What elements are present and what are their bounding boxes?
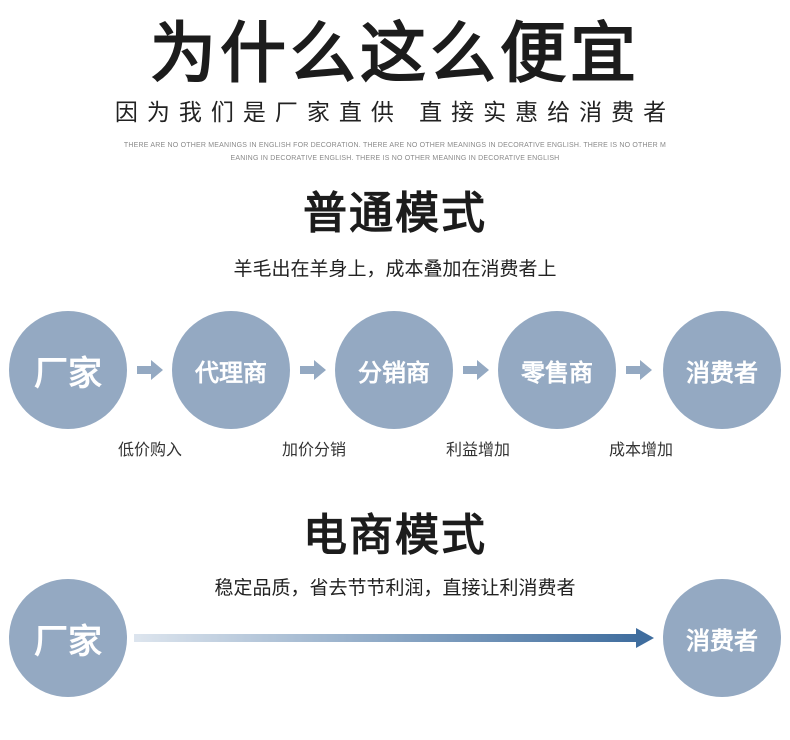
node-retailer: 零售商 (498, 311, 616, 429)
step-label-profit-increase: 利益增加 (445, 440, 510, 459)
main-title: 为什么这么便宜 (150, 15, 640, 92)
right-arrow-icon (626, 360, 652, 380)
step-label-markup-distribute: 加价分销 (281, 440, 346, 459)
decorative-english-line-2: EANING IN DECORATIVE ENGLISH. THERE IS N… (230, 155, 560, 162)
ecommerce-mode-subtitle: 稳定品质，省去节节利润，直接让利消费者 (214, 577, 576, 599)
decorative-english-line-1: THERE ARE NO OTHER MEANINGS IN ENGLISH F… (123, 142, 667, 149)
main-subtitle: 因为我们是厂家直供 直接实惠给消费者 (114, 100, 676, 126)
direct-gradient-arrow (134, 628, 654, 648)
step-label-cost-increase: 成本增加 (608, 440, 673, 459)
node-distributor: 分销商 (335, 311, 453, 429)
node-agent: 代理商 (172, 311, 290, 429)
normal-mode-title: 普通模式 (303, 188, 487, 239)
right-arrow-icon (463, 360, 489, 380)
node-consumer: 消费者 (663, 311, 781, 429)
node-consumer: 消费者 (663, 579, 781, 697)
ecommerce-mode-title: 电商模式 (303, 510, 487, 561)
right-arrow-icon (137, 360, 163, 380)
node-manufacturer: 厂家 (9, 311, 127, 429)
right-arrow-icon (300, 360, 326, 380)
normal-mode-subtitle: 羊毛出在羊身上，成本叠加在消费者上 (233, 258, 557, 280)
node-manufacturer: 厂家 (9, 579, 127, 697)
step-label-buy-low: 低价购入 (117, 440, 182, 459)
